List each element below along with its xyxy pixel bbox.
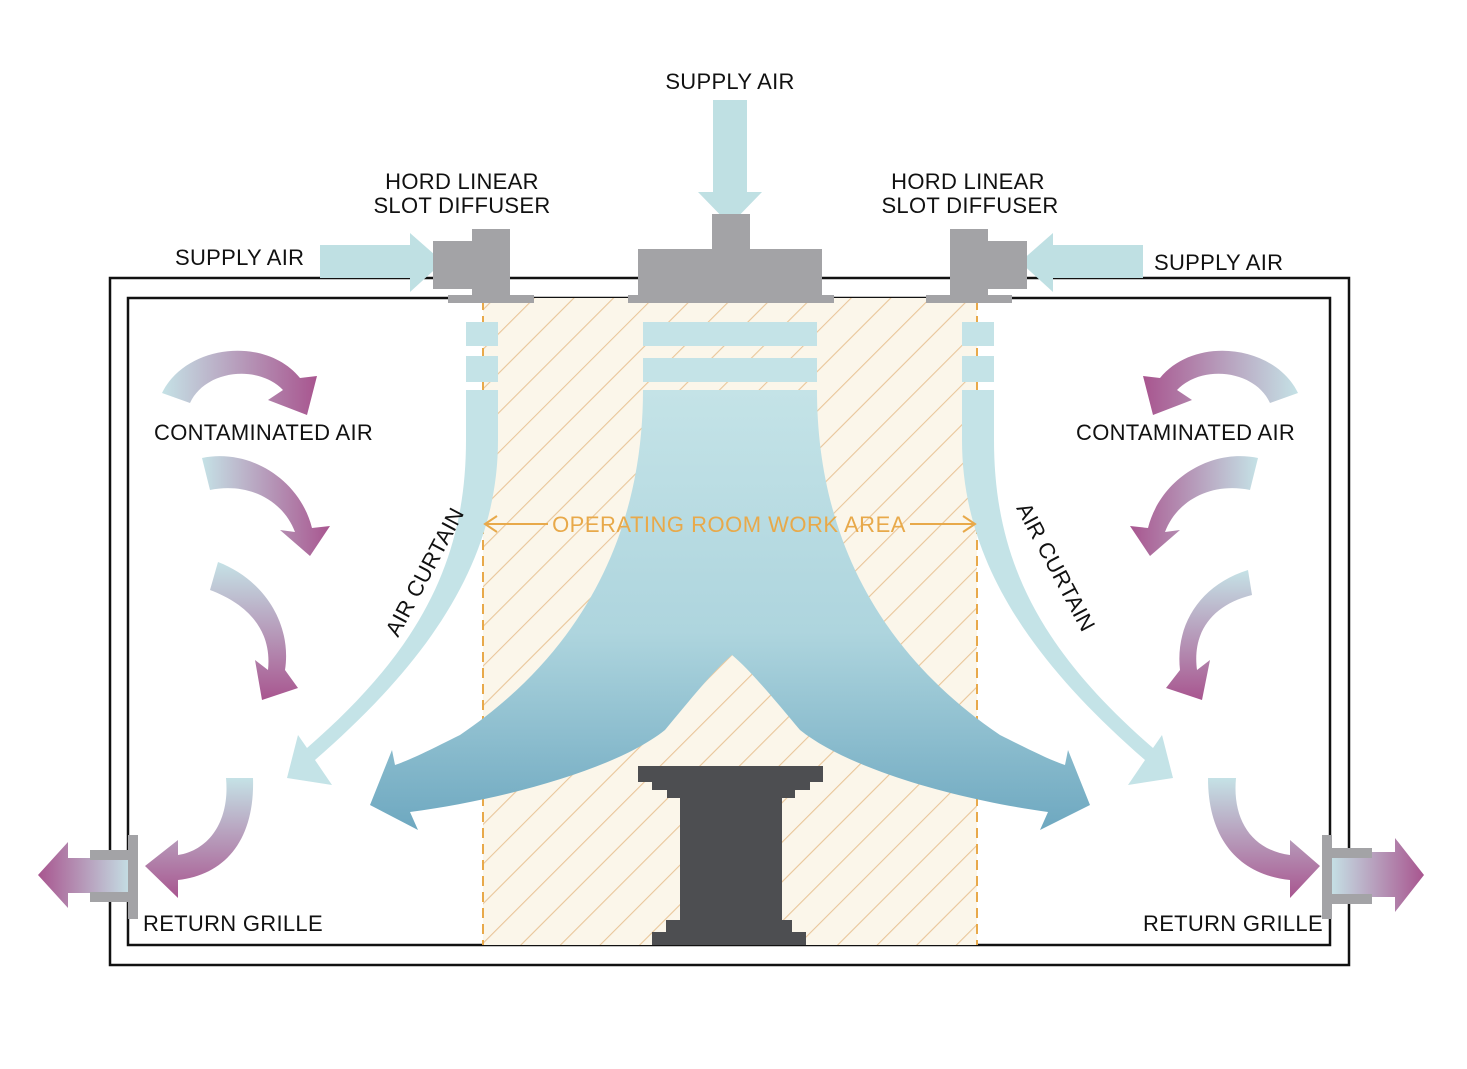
supply-air-arrow-top <box>698 100 762 225</box>
return-grille-right-label: RETURN GRILLE <box>1143 911 1323 936</box>
return-grille-left <box>90 835 138 919</box>
air-curtain-left <box>287 322 498 785</box>
air-curtain-right <box>962 322 1173 785</box>
supply-air-left-label: SUPPLY AIR <box>175 245 304 270</box>
diffuser-right-label-line2: SLOT DIFFUSER <box>881 193 1058 218</box>
diffuser-right-label-line1: HORD LINEAR <box>891 169 1045 194</box>
slot-diffuser-right <box>926 229 1027 303</box>
operating-table <box>638 766 823 945</box>
work-area-dimension <box>483 515 977 533</box>
contaminated-air-left-label: CONTAMINATED AIR <box>154 420 373 445</box>
central-supply-diffuser <box>628 214 834 303</box>
work-area-label: OPERATING ROOM WORK AREA <box>552 512 906 537</box>
return-grille-right <box>1322 835 1372 919</box>
supply-air-right-label: SUPPLY AIR <box>1154 250 1283 275</box>
contaminated-air-arrows-right <box>1130 350 1424 912</box>
return-grille-left-label: RETURN GRILLE <box>143 911 323 936</box>
contaminated-air-arrows-left <box>38 350 330 908</box>
slot-diffuser-left <box>433 229 534 303</box>
central-laminar-flow <box>370 322 1090 830</box>
diffuser-left-label-line2: SLOT DIFFUSER <box>373 193 550 218</box>
supply-air-top-label: SUPPLY AIR <box>665 69 794 94</box>
diffuser-left-label-line1: HORD LINEAR <box>385 169 539 194</box>
contaminated-air-right-label: CONTAMINATED AIR <box>1076 420 1295 445</box>
supply-air-arrow-right <box>1020 233 1143 292</box>
supply-air-arrow-left <box>320 233 443 292</box>
